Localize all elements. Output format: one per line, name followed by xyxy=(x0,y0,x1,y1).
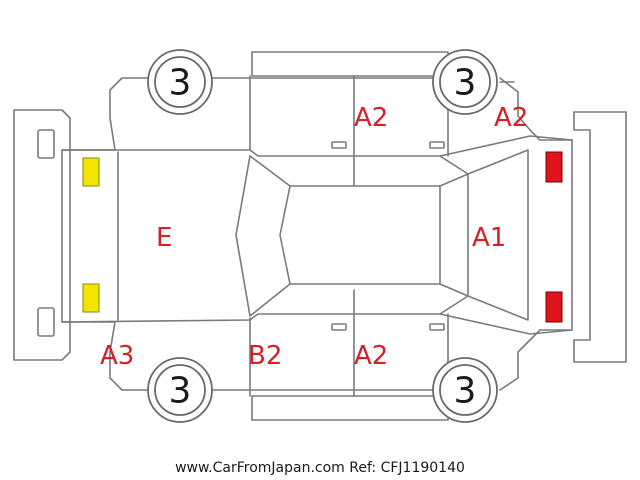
damage-code-lower-door: A2 xyxy=(354,341,388,371)
front-bumper xyxy=(13,109,71,361)
damage-code-lower-fender: A3 xyxy=(100,341,134,371)
tyre-front-right: 3 xyxy=(147,357,213,423)
front-lamp-top xyxy=(82,157,100,187)
damage-code-hood: E xyxy=(156,223,172,253)
tyre-front-left: 3 xyxy=(147,49,213,115)
rear-lamp-bottom xyxy=(545,291,563,323)
tyre-rear-left: 3 xyxy=(432,49,498,115)
tyre-front-right-rating: 3 xyxy=(169,371,192,412)
damage-code-upper-fender: A2 xyxy=(494,103,528,133)
damage-code-upper-door: A2 xyxy=(354,103,388,133)
tyre-rear-left-rating: 3 xyxy=(454,63,477,104)
damage-code-windshield: A1 xyxy=(472,223,506,253)
tyre-rear-right: 3 xyxy=(432,357,498,423)
rear-bumper xyxy=(573,111,627,363)
front-lamp-bottom xyxy=(82,283,100,313)
damage-code-lower-pillar: B2 xyxy=(248,341,282,371)
tyre-front-left-rating: 3 xyxy=(169,63,192,104)
reference-footer: www.CarFromJapan.com Ref: CFJ1190140 xyxy=(175,460,465,476)
rear-lamp-top xyxy=(545,151,563,183)
tyre-rear-right-rating: 3 xyxy=(454,371,477,412)
